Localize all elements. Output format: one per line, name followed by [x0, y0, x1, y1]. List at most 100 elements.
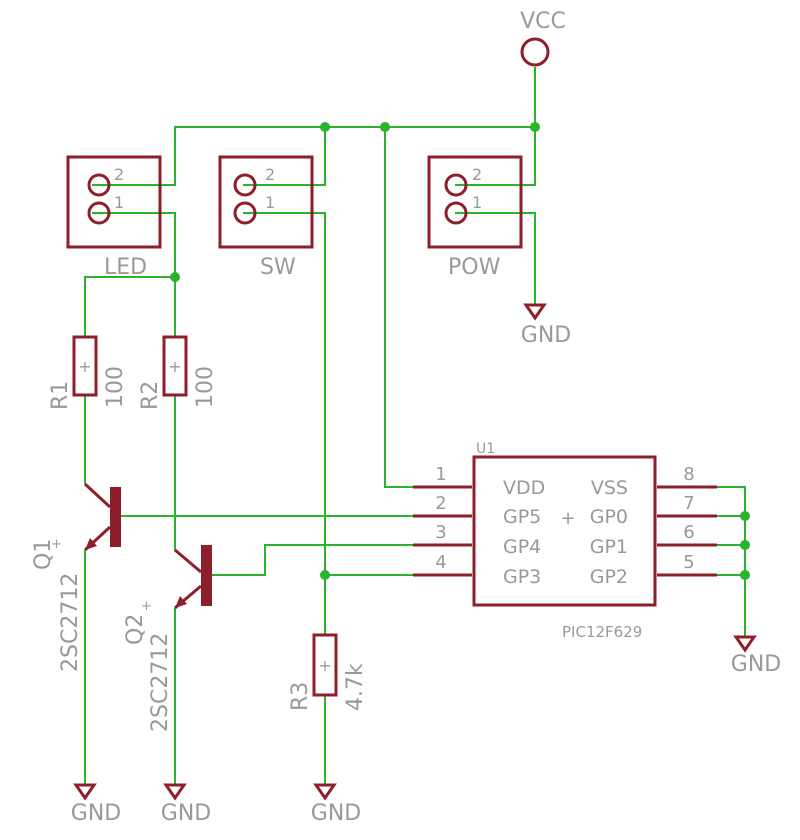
ic-pin-number: 6 [683, 522, 694, 543]
transistor-q1-plus: + [51, 537, 62, 552]
connector-pow: 2 1 POW [427, 155, 523, 280]
resistor-r3-name: R3 [288, 682, 313, 711]
wire-vcc-bus [92, 126, 535, 186]
connector-pin-icon [444, 201, 468, 225]
junctions [170, 122, 750, 580]
resistor-r2-name: R2 [138, 381, 163, 410]
ic-pin-label: GP2 [590, 566, 628, 588]
connector-pow-pin1: 1 [472, 193, 482, 212]
connector-pin-icon [87, 173, 111, 197]
resistor-r2-value: 100 [193, 366, 218, 408]
gnd-pow: GND [521, 303, 571, 348]
gnd-label: GND [161, 801, 211, 826]
vcc-terminal-icon [520, 37, 550, 67]
connector-pin-icon [87, 201, 111, 225]
transistor-q2-name: Q2 [123, 614, 148, 645]
connector-led-body [66, 155, 162, 249]
wire-sw-pin1 [243, 212, 326, 635]
junction-dot [380, 122, 390, 132]
transistor-q2-part: 2SC2712 [148, 633, 173, 732]
ic-u1-origin-plus: + [560, 508, 575, 529]
wire-r1-top [84, 276, 175, 337]
connector-sw-body [218, 155, 314, 249]
ground-icon [73, 783, 97, 801]
connector-sw-pin2: 2 [265, 165, 275, 184]
resistor-r1-name: R1 [48, 381, 73, 410]
ic-pin-label: VDD [503, 477, 545, 499]
gnd-label: GND [731, 652, 781, 677]
connector-sw: 2 1 SW [218, 155, 314, 280]
ic-pin-label: GP0 [590, 506, 628, 528]
ic-pin-number: 1 [435, 464, 446, 485]
connector-pow-label: POW [448, 255, 501, 280]
resistor-r1: + R1 100 [48, 335, 128, 410]
ground-icon [313, 783, 337, 801]
resistor-r1-value: 100 [103, 366, 128, 408]
wires [84, 67, 746, 785]
ic-pin-number: 3 [435, 522, 446, 543]
wire-r2-q2 [174, 395, 202, 573]
wire-gp4 [212, 544, 472, 576]
ic-pin-number: 8 [683, 464, 694, 485]
transistor-q2-base-bar [201, 545, 212, 606]
transistor-q2-collector [174, 548, 202, 574]
wire-pow-gnd [455, 212, 536, 305]
wire-vcc-drop [455, 67, 536, 186]
resistor-r1-plus: + [78, 357, 91, 376]
resistor-r3-plus: + [318, 656, 331, 675]
ic-pin-label: GP5 [503, 506, 541, 528]
wire-vss-gnd [657, 486, 746, 637]
ground-icon [733, 635, 757, 653]
junction-dot [740, 570, 750, 580]
gnd-r3: GND [311, 783, 361, 826]
resistor-r3: + R3 4.7k [288, 633, 368, 711]
resistor-r3-value: 4.7k [343, 663, 368, 711]
connector-led-pin1: 1 [114, 193, 124, 212]
vcc-symbol: VCC [520, 9, 566, 67]
transistor-q1-base-bar [110, 487, 121, 547]
resistor-r3-body [312, 633, 338, 697]
ic-u1: U1 PIC12F629 + 1 2 3 4 VDD GP5 GP4 GP3 V… [413, 441, 717, 641]
ic-u1-part: PIC12F629 [562, 623, 642, 641]
junction-dot [320, 122, 330, 132]
transistor-q2-arrow-icon [175, 596, 187, 608]
transistor-q1-arrow-icon [85, 538, 97, 550]
junction-dot [530, 122, 540, 132]
connector-led: 2 1 LED [66, 155, 162, 280]
ground-icon [163, 783, 187, 801]
junction-dot [320, 570, 330, 580]
gnd-label: GND [311, 801, 361, 826]
connector-pow-body [427, 155, 523, 249]
transistor-q2-plus: + [141, 599, 152, 614]
connector-sw-label: SW [260, 255, 296, 280]
connector-led-label: LED [104, 255, 147, 280]
transistor-q1-name: Q1 [31, 539, 56, 570]
ic-pin-label: GP3 [503, 566, 541, 588]
ic-pin-number: 7 [683, 493, 694, 514]
transistor-q2: Q2 + 2SC2712 [123, 545, 212, 732]
transistor-q1: Q1 + 2SC2712 [31, 482, 121, 672]
ic-pin-number: 2 [435, 493, 446, 514]
ic-pin-number: 4 [435, 552, 446, 573]
ic-pin-number: 5 [683, 552, 694, 573]
transistor-q1-part: 2SC2712 [58, 573, 83, 672]
wire-led-pin1 [92, 212, 176, 277]
gnd-q1: GND [71, 783, 121, 826]
wire-sw-pin2 [243, 127, 326, 186]
ground-icon [523, 303, 547, 321]
junction-dot [170, 272, 180, 282]
ic-pin-label: GP4 [503, 536, 541, 558]
connector-pin-icon [444, 173, 468, 197]
ic-pin-label: GP1 [590, 536, 628, 558]
gnd-label: GND [521, 323, 571, 348]
resistor-r2: + R2 100 [138, 335, 218, 410]
connector-pin-icon [233, 173, 257, 197]
resistor-r1-body [72, 335, 98, 397]
ic-u1-ref: U1 [476, 441, 495, 457]
gnd-ic: GND [731, 635, 781, 677]
connector-sw-pin1: 1 [265, 193, 275, 212]
gnd-q2: GND [161, 783, 211, 826]
connector-led-pin2: 2 [114, 165, 124, 184]
connector-pow-pin2: 2 [472, 165, 482, 184]
